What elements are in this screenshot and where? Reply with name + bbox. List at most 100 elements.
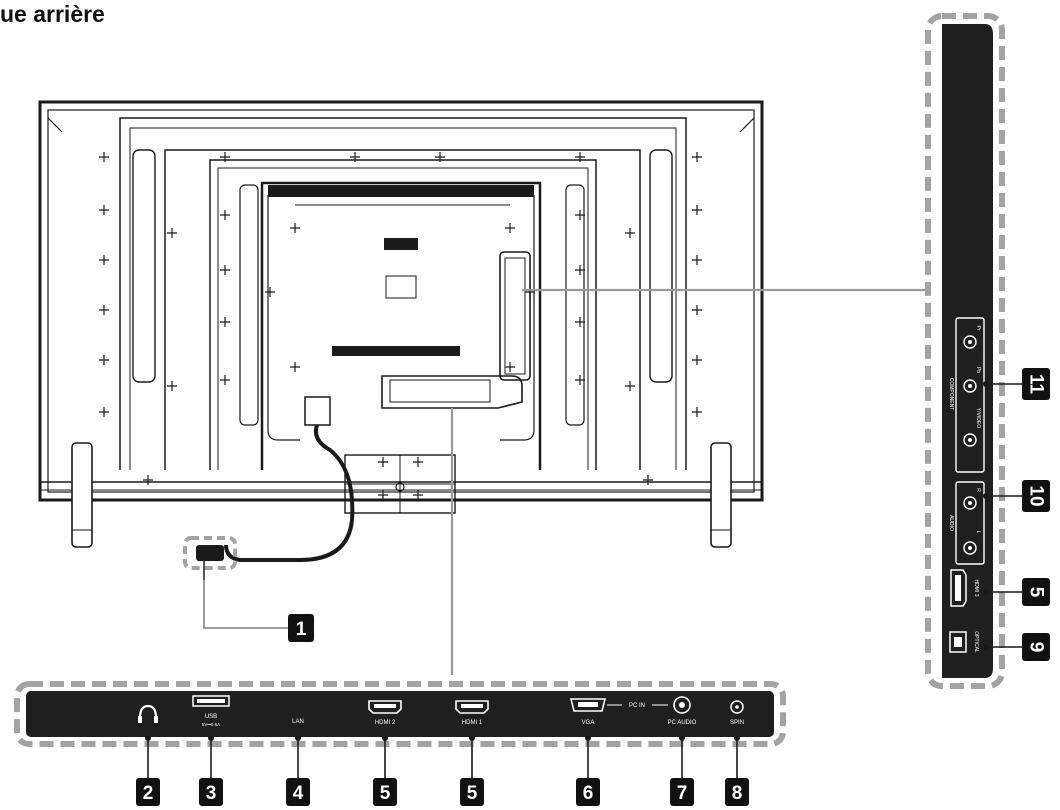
screw-marker: [575, 265, 585, 275]
screw-marker: [692, 407, 702, 417]
bottom-callouts: 2 3 4 5 5 6 7 8: [136, 735, 749, 806]
vga-port: VGA PC IN: [569, 698, 668, 726]
screw-marker: [643, 475, 653, 485]
screw-marker: [625, 381, 635, 391]
screw-marker: [220, 152, 230, 162]
screw-marker: [435, 152, 445, 162]
screw-marker: [692, 355, 702, 365]
callout-4-label: 4: [293, 783, 304, 804]
callout-6-label: 6: [583, 783, 594, 804]
tv-back: [38, 100, 764, 548]
optical-label: OPTICAL: [973, 631, 979, 653]
pc-in-label: PC IN: [629, 703, 645, 709]
callout-4: 4: [286, 778, 310, 806]
callout-6: 6: [576, 778, 600, 806]
page-title: ue arrière: [0, 1, 105, 27]
side-connector-panel: COMPONENT Y/VIDEO Pb Pr AUDIO L R HDMI 3: [925, 13, 1005, 689]
screw-marker: [99, 407, 109, 417]
callout-10-label: 10: [1026, 485, 1047, 506]
screw-marker: [378, 457, 388, 467]
mounting-screws: [99, 152, 702, 500]
screw-marker: [265, 287, 275, 297]
callout-5-hdmi2: 5: [373, 778, 397, 806]
screw-marker: [692, 255, 702, 265]
screw-marker: [575, 317, 585, 327]
pr-label: Pr: [975, 326, 981, 331]
screw-marker: [220, 265, 230, 275]
usb-sub-label: 5V⎓0.5A: [202, 722, 220, 727]
lan-port: LAN: [292, 719, 304, 725]
component-inputs: COMPONENT Y/VIDEO Pb Pr: [948, 317, 985, 473]
screw-marker: [378, 490, 388, 500]
screw-marker: [220, 317, 230, 327]
screw-marker: [575, 210, 585, 220]
callout-3: 3: [199, 778, 223, 806]
callout-8-label: 8: [732, 783, 743, 804]
callout-1: 1: [288, 614, 314, 642]
callout-2: 2: [136, 778, 160, 806]
screw-marker: [99, 152, 109, 162]
hdmi2-label: HDMI 2: [375, 720, 396, 726]
usb-label: USB: [205, 714, 217, 720]
screw-marker: [290, 362, 300, 372]
vga-label: VGA: [582, 720, 595, 726]
callout-5b-label: 5: [467, 783, 478, 804]
hdmi1-port: HDMI 1: [455, 700, 489, 726]
hdmi1-label: HDMI 1: [462, 720, 483, 726]
optical-port: OPTICAL: [949, 631, 979, 653]
screw-marker: [413, 457, 423, 467]
screw-marker: [692, 305, 702, 315]
callout-2-label: 2: [143, 783, 154, 804]
callout-10: 10: [1022, 480, 1050, 512]
screw-marker: [99, 255, 109, 265]
bottom-connector-panel: USB 5V⎓0.5A LAN HDMI 2 HDMI 1 VGA PC IN: [14, 681, 786, 747]
callout-11-label: 11: [1026, 374, 1047, 395]
leader-lines: [450, 288, 928, 675]
screw-marker: [692, 152, 702, 162]
callout-1-label: 1: [296, 619, 307, 640]
callout-5-side: 5: [1022, 578, 1050, 606]
callout-5c-label: 5: [1026, 587, 1047, 598]
screw-marker: [99, 205, 109, 215]
screw-marker: [167, 381, 177, 391]
callout-3-label: 3: [206, 783, 217, 804]
screw-marker: [692, 205, 702, 215]
callout-7-label: 7: [677, 783, 688, 804]
screw-marker: [413, 490, 423, 500]
callout-5a-label: 5: [380, 783, 391, 804]
screw-marker: [167, 228, 177, 238]
usb-port: USB 5V⎓0.5A: [192, 695, 230, 727]
headphone-jack: [138, 704, 158, 723]
callout-11: 11: [1022, 368, 1050, 400]
callout-7: 7: [670, 778, 694, 806]
screw-marker: [99, 305, 109, 315]
audio-l-label: L: [975, 531, 981, 534]
spin-port: SPIN: [730, 700, 744, 726]
hdmi3-port: HDMI 3: [950, 569, 979, 607]
callout-5-hdmi1: 5: [460, 778, 484, 806]
screw-marker: [575, 375, 585, 385]
audio-r-label: R: [975, 488, 981, 492]
screw-marker: [505, 362, 515, 372]
screw-marker: [525, 287, 535, 297]
hdmi3-label: HDMI 3: [973, 580, 979, 597]
screw-marker: [505, 223, 515, 233]
component-label: COMPONENT: [948, 378, 954, 411]
screw-marker: [350, 152, 360, 162]
screw-marker: [575, 152, 585, 162]
screw-marker: [220, 375, 230, 385]
hdmi2-port: HDMI 2: [368, 700, 402, 726]
pb-label: Pb: [975, 367, 981, 373]
screw-marker: [220, 210, 230, 220]
power-cord: [183, 424, 355, 629]
audio-inputs: AUDIO L R: [948, 481, 985, 565]
screw-marker: [625, 228, 635, 238]
callout-9: 9: [1022, 633, 1050, 661]
screw-marker: [143, 475, 153, 485]
video-label: Y/VIDEO: [975, 408, 981, 428]
pc-audio-port: PC AUDIO: [668, 696, 697, 726]
screw-marker: [99, 355, 109, 365]
callout-8: 8: [725, 778, 749, 806]
audio-label: AUDIO: [948, 515, 954, 531]
